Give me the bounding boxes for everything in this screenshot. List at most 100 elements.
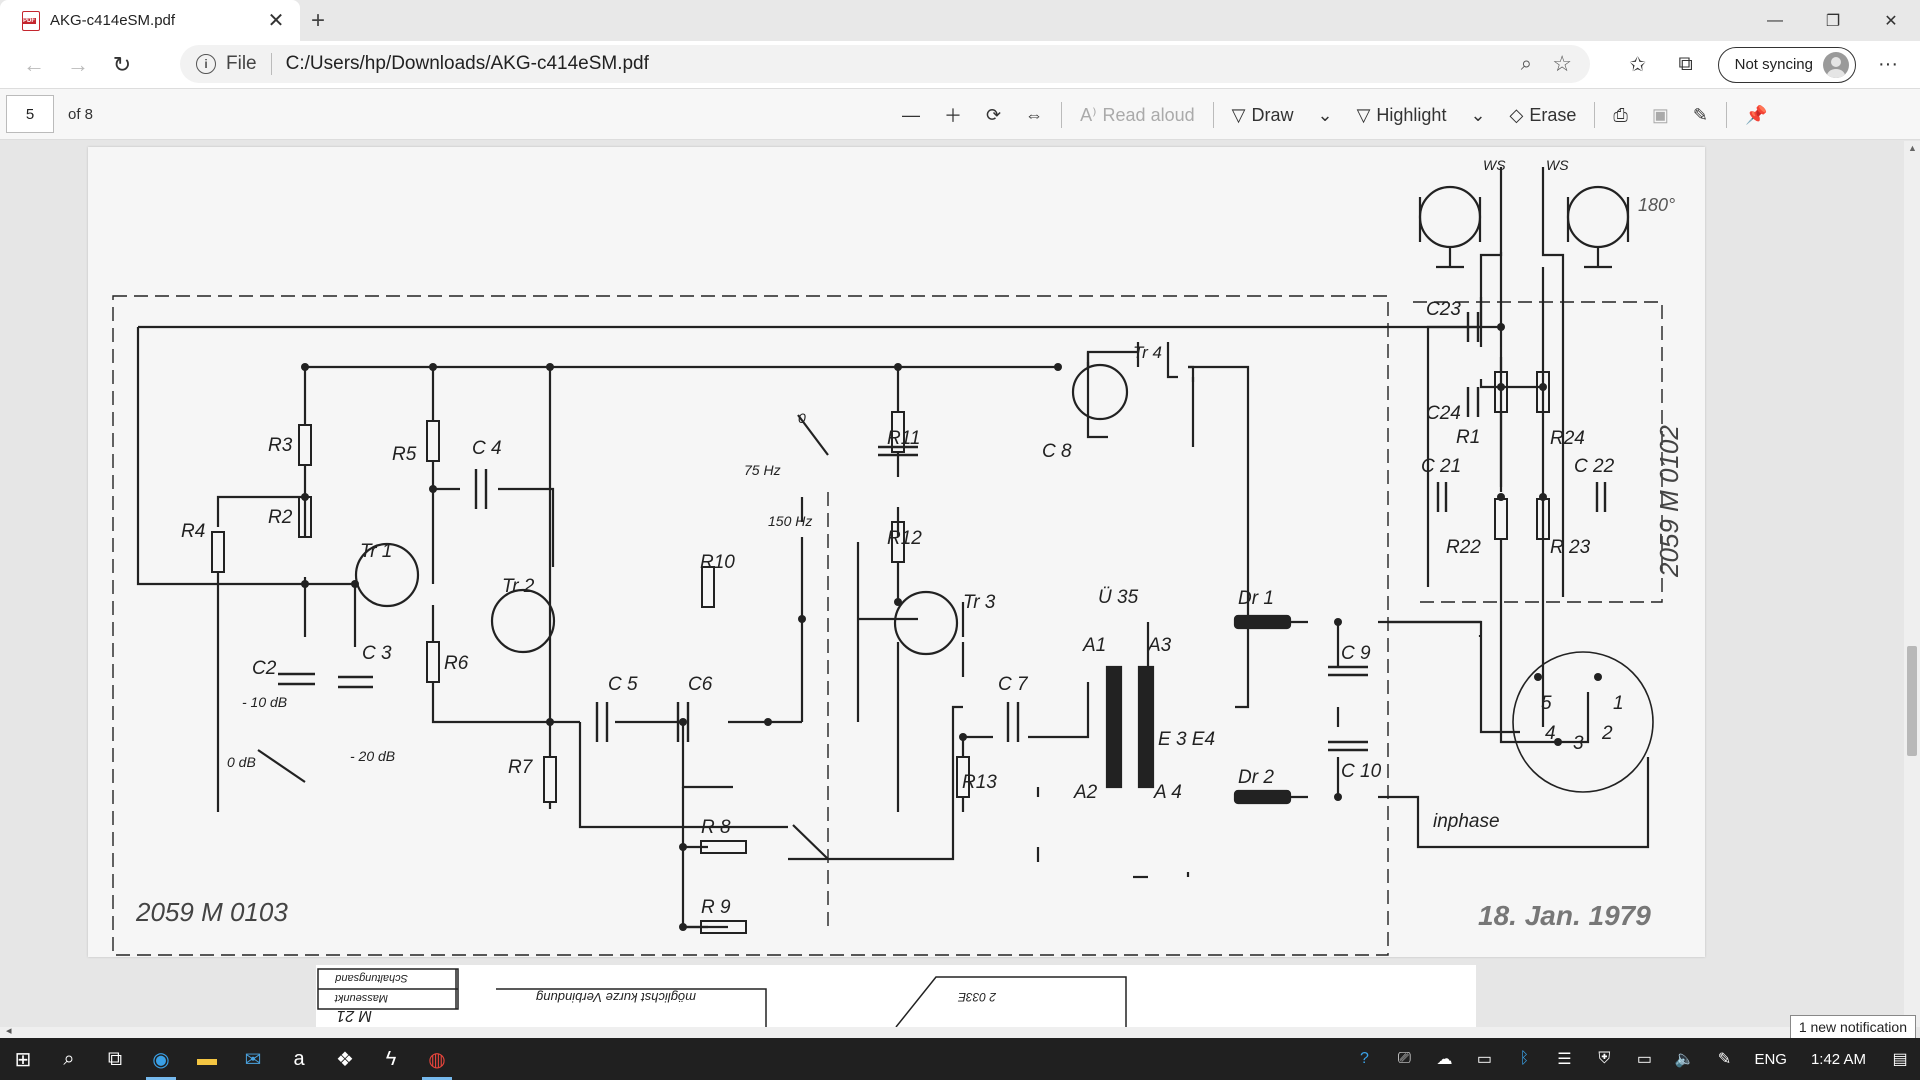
label-r1: R1	[1456, 427, 1480, 448]
sync-button[interactable]: Not syncing	[1717, 46, 1856, 83]
label-a2: A2	[1073, 782, 1098, 803]
label-tr4: Tr 4	[1133, 343, 1162, 362]
info-icon[interactable]: i	[196, 54, 216, 74]
label-r11: R11	[887, 428, 920, 449]
amazon-icon[interactable]: a	[293, 1047, 305, 1070]
forward-button[interactable]: →	[67, 51, 89, 77]
browser-tab[interactable]: AKG-c414eSM.pdf ✕	[0, 0, 300, 41]
edge-browser-icon[interactable]: ◉	[138, 1038, 184, 1080]
label-r22: R22	[1446, 537, 1481, 558]
label-r12: R12	[887, 528, 922, 549]
date-stamp: 18. Jan. 1979	[1478, 900, 1651, 931]
label-150hz: 150 Hz	[768, 513, 812, 529]
scroll-up-icon[interactable]: ▲	[1908, 143, 1917, 153]
read-aloud-button[interactable]: A⁾Read aloud	[1068, 95, 1207, 135]
display-icon[interactable]: ▭	[1476, 1051, 1492, 1068]
scroll-left-icon[interactable]: ◂	[6, 1025, 12, 1037]
highlight-button[interactable]: ▽Highlight	[1345, 95, 1459, 135]
drawing-id-left: 2059 M 0103	[135, 897, 288, 927]
draw-button[interactable]: ▽Draw	[1220, 95, 1306, 135]
security-icon[interactable]: ⛨	[1598, 1050, 1611, 1067]
winamp-icon[interactable]: ϟ	[385, 1047, 397, 1070]
label-inphase: inphase	[1433, 811, 1500, 832]
erase-button[interactable]: ◇Erase	[1498, 95, 1589, 135]
dropbox-icon[interactable]: ❖	[336, 1048, 354, 1071]
label-dr1: Dr 1	[1238, 588, 1274, 609]
junction-dots	[301, 323, 1602, 931]
microphone-capsules	[1418, 185, 1630, 269]
minimize-button[interactable]: —	[1767, 11, 1783, 29]
pen-icon[interactable]: ✎	[1717, 1051, 1732, 1068]
label-pin3: 3	[1573, 733, 1584, 754]
task-view-icon[interactable]: ⧉	[107, 1047, 123, 1070]
print-icon[interactable]: ⎙	[1613, 104, 1628, 125]
save-icon[interactable]: ▣	[1651, 104, 1669, 125]
vertical-scrollbar[interactable]: ▲ ▼	[1904, 141, 1920, 1027]
notification-toast[interactable]: 1 new notification	[1789, 1015, 1916, 1039]
search-icon[interactable]: ⌕	[63, 1047, 75, 1070]
label-a3: A3	[1147, 635, 1172, 656]
label-r4: R4	[181, 521, 205, 542]
highlight-icon: ▽	[1356, 104, 1371, 125]
restore-button[interactable]: ❐	[1825, 12, 1841, 30]
label-r24: R24	[1550, 428, 1585, 449]
pdf-file-icon	[22, 10, 40, 31]
rotate-icon[interactable]: ⟳	[986, 104, 1002, 125]
windows-start-icon[interactable]: ⊞	[14, 1048, 32, 1071]
chat-icon[interactable]: ☰	[1557, 1051, 1572, 1068]
close-tab-icon[interactable]: ✕	[267, 10, 285, 32]
draw-options-chevron-icon[interactable]: ⌄	[1317, 104, 1333, 125]
close-window-button[interactable]: ✕	[1884, 12, 1898, 30]
pdf-page-next: M 21 möglichst kurze Verbindung 2 033E M…	[316, 965, 1476, 1027]
page-count: of 8	[68, 105, 94, 123]
bluetooth-icon[interactable]: ᛒ	[1519, 1050, 1530, 1067]
new-tab-button[interactable]: +	[310, 6, 325, 34]
meet-icon[interactable]: ⎚	[1398, 1050, 1411, 1067]
more-menu-button[interactable]: ···	[1878, 53, 1898, 75]
drawing-id-right: 2059 M 0102	[1654, 425, 1684, 578]
onedrive-icon[interactable]: ☁	[1436, 1051, 1453, 1068]
action-center-icon[interactable]: ▤	[1892, 1051, 1908, 1068]
highlight-options-chevron-icon[interactable]: ⌄	[1470, 104, 1486, 125]
zoom-out-button[interactable]: —	[902, 104, 920, 125]
favorite-star-icon[interactable]: ☆	[1552, 51, 1572, 76]
dashed-boundary	[112, 295, 1663, 956]
mail-icon[interactable]: ✉	[244, 1048, 262, 1071]
save-as-icon[interactable]: ✎	[1692, 104, 1708, 125]
pin-toolbar-icon[interactable]: 📌	[1744, 104, 1768, 125]
taskbar: ⊞ ⌕ ⧉ ◉ ▬ ✉ a ❖ ϟ ◍ ? ⎚ ☁ ▭ ᛒ ☰ ⛨ ▭ 🔈 ✎ …	[0, 1038, 1920, 1080]
fit-page-icon[interactable]: ⇔	[1025, 104, 1044, 125]
address-url[interactable]: C:/Users/hp/Downloads/AKG-c414eSM.pdf	[285, 53, 649, 74]
favorites-icon[interactable]: ✩	[1629, 54, 1646, 76]
read-aloud-icon: A⁾	[1080, 104, 1097, 125]
back-button[interactable]: ←	[23, 51, 45, 77]
refresh-button[interactable]: ↻	[112, 51, 132, 77]
label-c4: C 4	[472, 438, 502, 459]
address-bar[interactable]: i File C:/Users/hp/Downloads/AKG-c414eSM…	[180, 45, 1590, 83]
help-icon[interactable]: ?	[1359, 1050, 1369, 1067]
toolbar-divider	[1212, 102, 1214, 128]
file-explorer-icon[interactable]: ▬	[197, 1047, 217, 1070]
collections-icon[interactable]: ⧉	[1678, 53, 1693, 75]
page-number-input[interactable]: 5	[6, 95, 54, 133]
volume-icon[interactable]: 🔈	[1674, 1051, 1695, 1068]
clock[interactable]: 1:42 AM	[1810, 1050, 1866, 1068]
pdf-viewer[interactable]: R3 R2 R4 R5 C 4 Tr 1 Tr 2 R6 C2 C 3 - 10…	[0, 141, 1904, 1027]
next-page-label-m21: M 21	[336, 1007, 372, 1024]
label-c3-db: - 20 dB	[350, 748, 395, 764]
chrome-icon[interactable]: ◍	[414, 1038, 460, 1080]
label-r7: R7	[508, 757, 534, 778]
xlr-connector	[1512, 651, 1654, 793]
label-c23: C23	[1426, 299, 1461, 320]
zoom-icon[interactable]: ⌕	[1520, 52, 1532, 75]
battery-icon[interactable]: ▭	[1636, 1051, 1652, 1068]
label-c24: C24	[1426, 403, 1461, 424]
scrollbar-thumb[interactable]	[1907, 646, 1917, 756]
horizontal-scrollbar[interactable]: ◂	[0, 1025, 1904, 1038]
pdf-tools: — ＋ ⟳ ⇔ A⁾Read aloud ▽Draw ⌄ ▽Highlight …	[890, 89, 1779, 141]
address-bar-row: ← → ↻ i File C:/Users/hp/Downloads/AKG-c…	[0, 41, 1920, 88]
label-c6: C6	[688, 674, 713, 695]
zoom-in-button[interactable]: ＋	[944, 106, 962, 126]
language-indicator[interactable]: ENG	[1754, 1050, 1787, 1068]
next-page-label-connection: möglichst kurze Verbindung	[535, 990, 696, 1005]
